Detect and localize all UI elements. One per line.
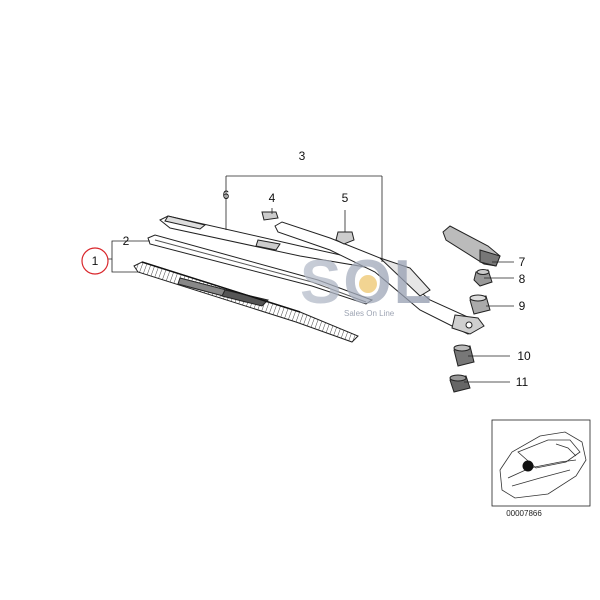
watermark-tagline: Sales On Line (344, 309, 395, 318)
sol-watermark: SOL Sales On Line (300, 248, 431, 318)
grommet-part-10 (453, 344, 475, 367)
location-marker-dot (522, 460, 534, 472)
watermark-accent-dot (359, 275, 377, 293)
callout-11: 11 (516, 375, 529, 389)
clip-part-4a (261, 211, 279, 221)
wiper-arm-spoiler-top (164, 215, 207, 230)
wiper-arm-assembly (159, 211, 485, 335)
callout-1: 1 (92, 254, 99, 268)
washer-part-9 (469, 294, 491, 315)
callout-2: 2 (123, 234, 130, 248)
cap-part-11 (449, 374, 471, 393)
car-outline-icon (499, 431, 587, 499)
callout-1-highlight (81, 247, 109, 275)
arm-cover-part-7 (442, 225, 501, 267)
callout-3: 3 (299, 149, 306, 163)
callout-10: 10 (517, 349, 531, 363)
callout-7: 7 (519, 255, 526, 269)
thumbnail-code: 00007866 (506, 509, 542, 518)
clip-part-4b (255, 239, 281, 251)
leader-lines (108, 175, 514, 383)
callout-labels: 1 2 3 4 5 6 7 8 9 10 11 (92, 149, 531, 389)
callout-9: 9 (519, 299, 526, 313)
callout-5: 5 (342, 191, 349, 205)
callout-4: 4 (269, 191, 276, 205)
callout-8: 8 (519, 272, 526, 286)
callout-6: 6 (223, 188, 230, 202)
nut-part-8 (473, 269, 493, 287)
clip-part-5 (335, 231, 355, 245)
car-thumbnail: 00007866 (491, 419, 591, 518)
wiper-blade (133, 261, 359, 343)
wiper-blade-insert (147, 234, 374, 305)
